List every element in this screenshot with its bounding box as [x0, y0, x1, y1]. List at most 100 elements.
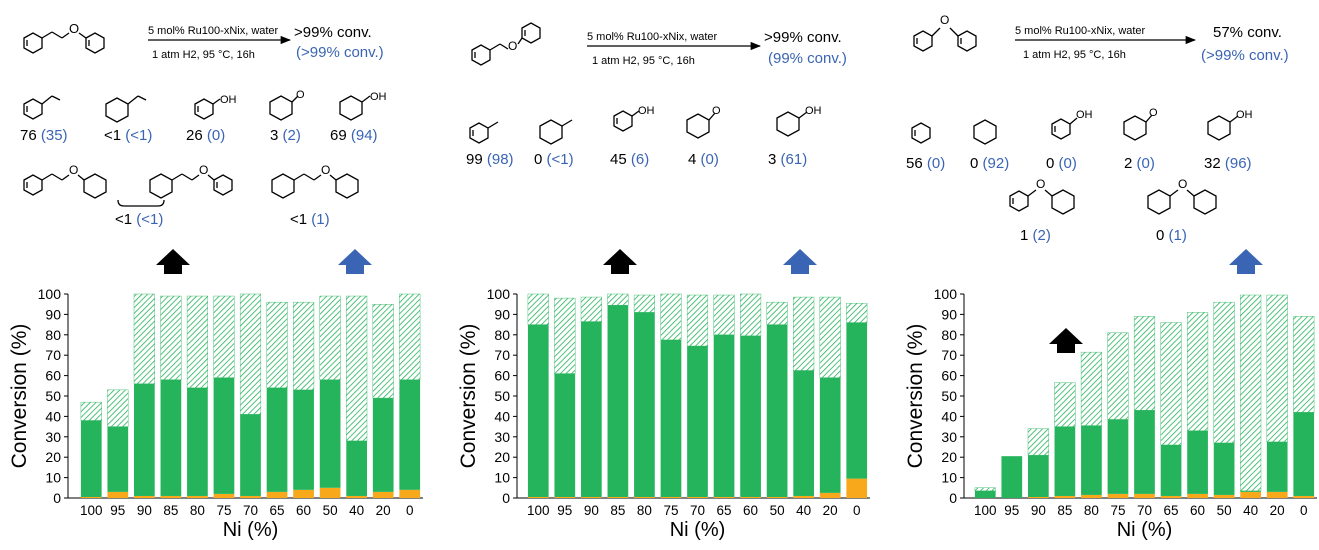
bar-segment [1107, 419, 1129, 494]
conversion-blue-1: (>99% conv.) [296, 44, 384, 61]
bar-segment [107, 389, 129, 427]
x-tick-label: 95 [1004, 503, 1019, 518]
bar-segment [974, 487, 996, 492]
product-benzene [911, 122, 931, 144]
bar-segment [713, 294, 735, 335]
svg-text:OH: OH [1076, 109, 1093, 121]
x-tick-label: 75 [1110, 503, 1125, 518]
bar-segment [399, 379, 421, 490]
conversion-blue-3: (>99% conv.) [1201, 47, 1289, 64]
y-tick-label: 40 [494, 408, 510, 424]
bar-segment [293, 489, 314, 498]
yield-label: 0 (92) [970, 155, 1009, 172]
bar-segment [372, 398, 394, 492]
y-tick-label: 20 [494, 449, 510, 465]
bar-segment [527, 293, 549, 325]
conditions-top-3: 5 mol% Ru100-xNix, water [1015, 25, 1146, 37]
bar-segment [1054, 495, 1076, 498]
bar-segment [740, 293, 762, 337]
product-cyclohexane [973, 119, 997, 145]
y-tick-label: 50 [45, 388, 61, 404]
bar-segment [1240, 294, 1262, 492]
bar-segment [1266, 441, 1288, 492]
bar-segment [1187, 493, 1208, 498]
bar-segment [766, 496, 788, 498]
bar-segment [766, 324, 788, 497]
bar-segment [793, 495, 815, 498]
bar-segment [187, 387, 208, 496]
bar-segment [266, 387, 288, 492]
bar-segment [660, 496, 682, 498]
svg-text:OH: OH [220, 94, 237, 106]
y-tick-label: 60 [941, 368, 957, 384]
svg-text:O: O [69, 163, 78, 177]
bar-segment [660, 339, 682, 497]
bar-segment [213, 377, 235, 494]
bar-segment [293, 389, 314, 490]
bar-segment [527, 496, 549, 498]
yield-label: 76 (35) [20, 127, 68, 144]
y-tick-label: 20 [45, 449, 61, 465]
bar-segment [319, 487, 341, 498]
x-tick-label: 40 [1243, 503, 1258, 518]
bar-segment [160, 379, 182, 496]
product-dicyclohexylether [1147, 189, 1217, 215]
y-tick-label: 10 [45, 470, 61, 486]
svg-text:O: O [1036, 177, 1045, 191]
x-tick-label: 50 [770, 503, 785, 518]
svg-text:O: O [69, 21, 79, 36]
bar-segment [1160, 444, 1182, 496]
y-tick-label: 90 [941, 306, 957, 322]
bar-segment [1160, 322, 1182, 446]
bar-segment [974, 490, 996, 498]
svg-text:OH: OH [638, 105, 655, 117]
conditions-bottom-3: 1 atm H2, 95 °C, 16h [1023, 49, 1126, 61]
conversion-black-1: >99% conv. [294, 24, 372, 41]
bar-segment [160, 495, 182, 498]
x-tick-label: 0 [1300, 503, 1308, 518]
bar-segment [372, 491, 394, 498]
bar-segment [527, 324, 549, 497]
x-tick-label: 80 [190, 503, 205, 518]
black-arrow-icon [603, 249, 637, 274]
y-tick-label: 40 [941, 408, 957, 424]
bar-segment [1293, 412, 1315, 496]
bar-segment [634, 312, 655, 497]
yield-label: 3 (2) [270, 127, 301, 144]
bar-segment [819, 296, 841, 378]
product-phenol-2 [613, 110, 640, 132]
yield-label: 69 (94) [330, 127, 378, 144]
x-tick-label: 20 [376, 503, 391, 518]
x-tick-label: 85 [163, 503, 178, 518]
conversion-blue-2: (99% conv.) [768, 50, 847, 67]
y-tick-label: 80 [494, 327, 510, 343]
bar-segment [107, 426, 129, 492]
bar-segment [80, 401, 102, 421]
conversion-black-3: 57% conv. [1213, 24, 1282, 41]
yield-label: 0 (1) [1156, 227, 1187, 244]
y-axis-title: Conversion (%) [8, 324, 31, 469]
bar-segment [213, 295, 235, 378]
bar-segment [660, 293, 682, 341]
bar-segment [1027, 428, 1049, 456]
x-tick-label: 60 [1190, 503, 1205, 518]
x-axis-title: Ni (%) [670, 519, 726, 541]
y-tick-label: 90 [45, 306, 61, 322]
bar-segment [1027, 496, 1049, 498]
bar-segment [1266, 491, 1288, 498]
bar-segment [1187, 430, 1208, 494]
y-axis-title: Conversion (%) [457, 324, 480, 469]
yield-label: 4 (0) [688, 151, 719, 168]
bar-segment [160, 295, 182, 380]
svg-text:OH: OH [370, 91, 387, 103]
blue-arrow-icon [1229, 249, 1263, 274]
bar-segment [1133, 316, 1156, 411]
x-tick-label: 80 [637, 503, 652, 518]
x-tick-label: 65 [717, 503, 732, 518]
scheme-panel-3: O OH O OH O [911, 13, 1253, 215]
bar-segment [740, 335, 761, 497]
bar-segment [1187, 312, 1209, 431]
blue-arrow-icon [783, 249, 817, 274]
